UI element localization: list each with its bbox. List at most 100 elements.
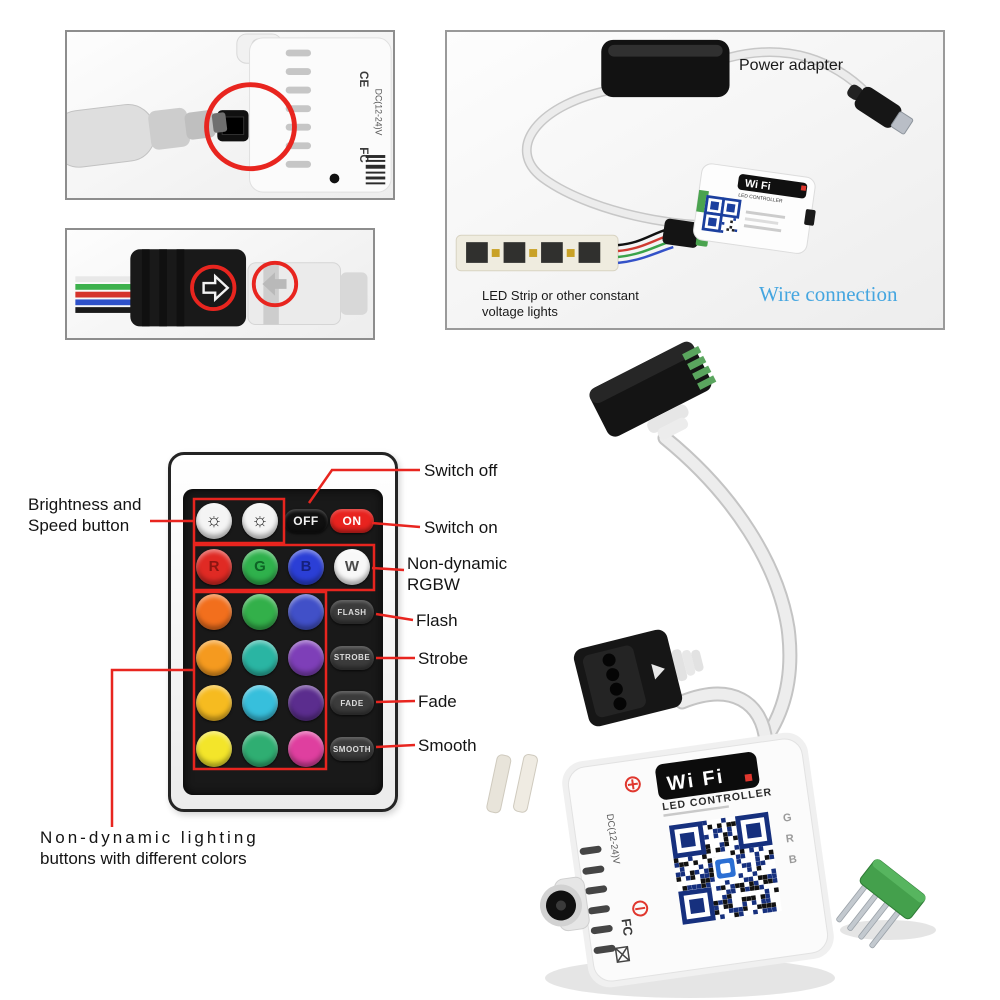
usb-cable-core xyxy=(725,48,871,97)
remote-button-purple xyxy=(288,639,324,676)
highlight-circle xyxy=(204,82,297,172)
wifi-logo-text: Wi Fi xyxy=(744,177,771,192)
remote-button-blue: B xyxy=(288,548,324,585)
wiring-illustration: Wi Fi LED CONTROLLER xyxy=(455,39,914,272)
connector-band xyxy=(263,262,279,325)
callout-strobe: Strobe xyxy=(418,649,469,668)
callout-line2: RGBW xyxy=(407,575,460,594)
controller-product-photo: Wi Fi LED CONTROLLER DC(12-24)V FC G R B xyxy=(486,341,936,998)
callout-line2: Speed button xyxy=(28,516,130,535)
remote-button-white: W xyxy=(334,548,370,585)
fcc-mark: FC xyxy=(619,918,636,938)
remote-button-cyan xyxy=(242,685,278,722)
vent-slots xyxy=(579,845,616,954)
barcode xyxy=(365,155,386,185)
remote-button-grass-green xyxy=(242,594,278,631)
dc-plug xyxy=(67,103,228,168)
dc-plug-illustration: CE DC(12-24)V FC xyxy=(67,33,392,193)
4pin-male-connector xyxy=(836,859,926,949)
highlight-circle xyxy=(190,264,237,312)
rgb-plug-top xyxy=(589,341,717,440)
grb-letter: G xyxy=(782,812,792,825)
black-dot xyxy=(329,173,340,184)
remote-button-yellow xyxy=(196,731,232,767)
qr-code xyxy=(668,811,782,925)
grb-letter: B xyxy=(788,853,798,866)
remote-button-off: OFF xyxy=(284,509,328,533)
cable-stub xyxy=(340,272,368,315)
remote-button-smooth: SMOOTH xyxy=(330,737,374,761)
callout-flash: Flash xyxy=(416,611,458,630)
remote-button-on: ON xyxy=(330,509,374,533)
led-strip-label: LED Strip or other constant voltage ligh… xyxy=(482,288,639,320)
led-strip-label-line2: voltage lights xyxy=(482,304,558,319)
dc-jack xyxy=(540,876,590,932)
callout-line2: buttons with different colors xyxy=(40,849,247,868)
usb-plug xyxy=(847,84,914,135)
wiring-diagram: Wi Fi LED CONTROLLER Power adapter LED S… xyxy=(445,30,945,330)
callout-line1: Non-dynamic xyxy=(407,554,508,573)
grb-letter: R xyxy=(785,832,795,845)
remote-button-green: G xyxy=(242,548,278,585)
callout-smooth: Smooth xyxy=(418,736,477,755)
arrow-right-icon xyxy=(202,273,230,303)
remote-button-red: R xyxy=(196,548,232,585)
power-adapter-label: Power adapter xyxy=(739,57,844,74)
connector-ridges xyxy=(141,249,185,327)
dc-plug-closeup: CE DC(12-24)V FC xyxy=(65,30,395,200)
rgb-wires xyxy=(75,276,151,313)
plus-mark-icon xyxy=(624,776,641,793)
callout-line1: Non-dynamic lighting xyxy=(40,828,259,847)
minus-mark-icon xyxy=(632,900,649,917)
fine-print-line xyxy=(663,805,730,817)
callout-switch-on: Switch on xyxy=(424,518,498,537)
led-strip-label-line1: LED Strip or other constant xyxy=(482,288,639,303)
rgb-connector-closeup xyxy=(65,228,375,340)
power-adapter xyxy=(601,39,730,98)
fcc-mark: FC xyxy=(357,147,370,163)
callout-color-buttons: Non-dynamic lighting buttons with differ… xyxy=(40,827,259,869)
wifi-logo xyxy=(737,174,808,199)
callout-brightness: Brightness and Speed button xyxy=(28,494,141,536)
remote-button-brightness-down: ☼ xyxy=(242,503,278,539)
wire-connection-label: Wire connection xyxy=(759,282,898,306)
callout-non-dynamic-rgbw: Non-dynamic RGBW xyxy=(407,553,507,595)
wifi-controller-box: Wi Fi LED CONTROLLER DC(12-24)V FC G R B xyxy=(540,732,834,988)
dc-rating-text: DC(12-24)V xyxy=(373,89,383,136)
product-face-print: Wi Fi LED CONTROLLER DC(12-24)V FC G R B xyxy=(604,751,798,964)
logo-red-dot xyxy=(744,773,753,782)
remote-button-fade: FADE xyxy=(330,691,374,716)
weee-icon xyxy=(614,945,631,964)
arrow-mark-icon xyxy=(651,663,665,680)
us-plug-prongs xyxy=(486,753,538,814)
qr-code xyxy=(701,194,742,236)
arrow-left-icon xyxy=(262,272,287,296)
rgb-socket xyxy=(573,629,704,727)
remote-button-flash: FLASH xyxy=(330,600,374,625)
remote-button-strobe: STROBE xyxy=(330,645,374,670)
controller-box-side xyxy=(249,37,392,193)
cable-top-core xyxy=(659,432,796,768)
wifi-logo xyxy=(655,751,760,800)
rgb-connector-illustration xyxy=(75,249,368,327)
led-strip xyxy=(455,234,619,272)
remote-button-teal xyxy=(242,639,278,676)
remote-button-dark-violet xyxy=(288,685,324,722)
remote-button-indigo xyxy=(288,594,324,631)
callout-fade: Fade xyxy=(418,692,457,711)
callout-switch-off: Switch off xyxy=(424,461,498,480)
logo-red-dot xyxy=(800,185,807,191)
remote-button-amber xyxy=(196,639,232,676)
remote-button-magenta xyxy=(288,731,324,767)
callout-line1: Brightness and xyxy=(28,495,142,514)
remote-button-orange xyxy=(196,594,232,631)
cable-top xyxy=(657,430,798,770)
highlight-circle xyxy=(251,260,299,308)
mini-wifi-controller: Wi Fi LED CONTROLLER xyxy=(693,163,816,254)
remote-button-sea-green xyxy=(242,731,278,767)
ce-mark: CE xyxy=(357,71,370,87)
remote-button-brightness-up: ☼ xyxy=(196,503,232,539)
